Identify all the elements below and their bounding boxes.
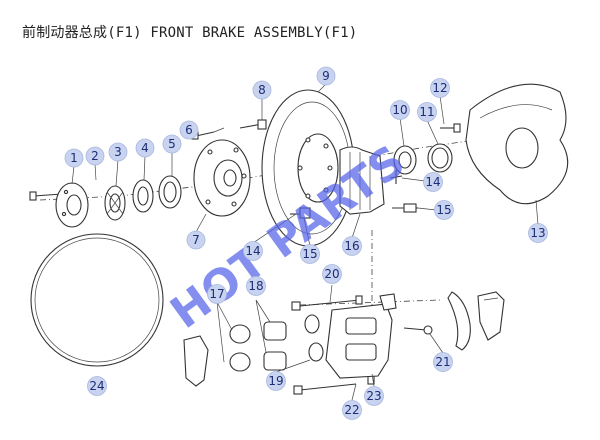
callout-label: 3 — [114, 145, 122, 159]
brake-pads-part — [183, 291, 505, 387]
callout-1: 1 — [64, 148, 84, 168]
callout-2: 2 — [85, 146, 105, 166]
callout-6: 6 — [179, 120, 199, 140]
callout-24: 24 — [87, 376, 107, 396]
callout-label: 13 — [530, 226, 545, 240]
snap-ring-part — [30, 233, 164, 367]
caliper-body-part — [325, 293, 397, 379]
callout-5: 5 — [162, 134, 182, 154]
callout-16: 16 — [342, 236, 362, 256]
callout-label: 15 — [302, 247, 317, 261]
mounted-caliper-part — [339, 146, 385, 215]
dust-shield-part — [465, 83, 569, 205]
wheel-hub-part — [193, 139, 251, 217]
callout-label: 5 — [168, 137, 176, 151]
stud-bolts-part — [191, 119, 267, 140]
bearing-part — [104, 185, 126, 221]
callout-20: 20 — [322, 264, 342, 284]
callout-label: 6 — [185, 123, 193, 137]
callout-22: 22 — [342, 400, 362, 420]
inner-bearing-part — [132, 179, 154, 213]
callout-label: 11 — [419, 105, 434, 119]
callout-15-right: 15 — [434, 200, 454, 220]
callout-label: 20 — [324, 267, 339, 281]
callout-label: 22 — [344, 403, 359, 417]
pad-pin-part — [403, 325, 433, 335]
brake-disc-part — [261, 89, 355, 247]
callout-15-left: 15 — [300, 244, 320, 264]
callout-label: 15 — [436, 203, 451, 217]
callout-label: 23 — [366, 389, 381, 403]
callout-label: 7 — [192, 233, 200, 247]
callout-label: 10 — [392, 103, 407, 117]
callout-14-upper: 14 — [423, 172, 443, 192]
callout-10: 10 — [390, 100, 410, 120]
callout-17: 17 — [207, 284, 227, 304]
oil-seal-part — [427, 143, 453, 173]
callout-19: 19 — [266, 371, 286, 391]
callout-18: 18 — [246, 276, 266, 296]
callout-13: 13 — [528, 223, 548, 243]
callout-21: 21 — [433, 352, 453, 372]
callout-label: 17 — [209, 287, 224, 301]
bolt-part — [29, 191, 63, 201]
callout-12: 12 — [430, 78, 450, 98]
callout-label: 2 — [91, 149, 99, 163]
callout-7: 7 — [186, 230, 206, 250]
callout-3: 3 — [108, 142, 128, 162]
callout-4: 4 — [135, 138, 155, 158]
callout-23: 23 — [364, 386, 384, 406]
hub-flange-part — [55, 182, 89, 228]
callout-label: 24 — [89, 379, 104, 393]
callout-8: 8 — [252, 80, 272, 100]
callout-label: 14 — [425, 175, 440, 189]
callout-label: 8 — [258, 83, 266, 97]
seal-part — [158, 175, 182, 209]
callout-label: 14 — [245, 244, 260, 258]
callout-11: 11 — [417, 102, 437, 122]
callout-label: 1 — [70, 151, 78, 165]
outer-bearing-part — [393, 145, 417, 175]
callout-label: 18 — [248, 279, 263, 293]
callout-label: 12 — [432, 81, 447, 95]
leader-lines — [71, 83, 539, 401]
callout-9: 9 — [316, 66, 336, 86]
callout-label: 19 — [268, 374, 283, 388]
caliper-bolt-part — [291, 295, 363, 311]
piston-set-part — [229, 314, 324, 372]
callout-label: 4 — [141, 141, 149, 155]
diagram-title: 前制动器总成(F1) FRONT BRAKE ASSEMBLY(F1) — [22, 25, 358, 41]
shield-bolt-part — [440, 123, 461, 133]
callout-label: 16 — [344, 239, 359, 253]
callout-label: 9 — [322, 69, 330, 83]
callout-label: 21 — [435, 355, 450, 369]
callout-14-lower: 14 — [243, 241, 263, 261]
